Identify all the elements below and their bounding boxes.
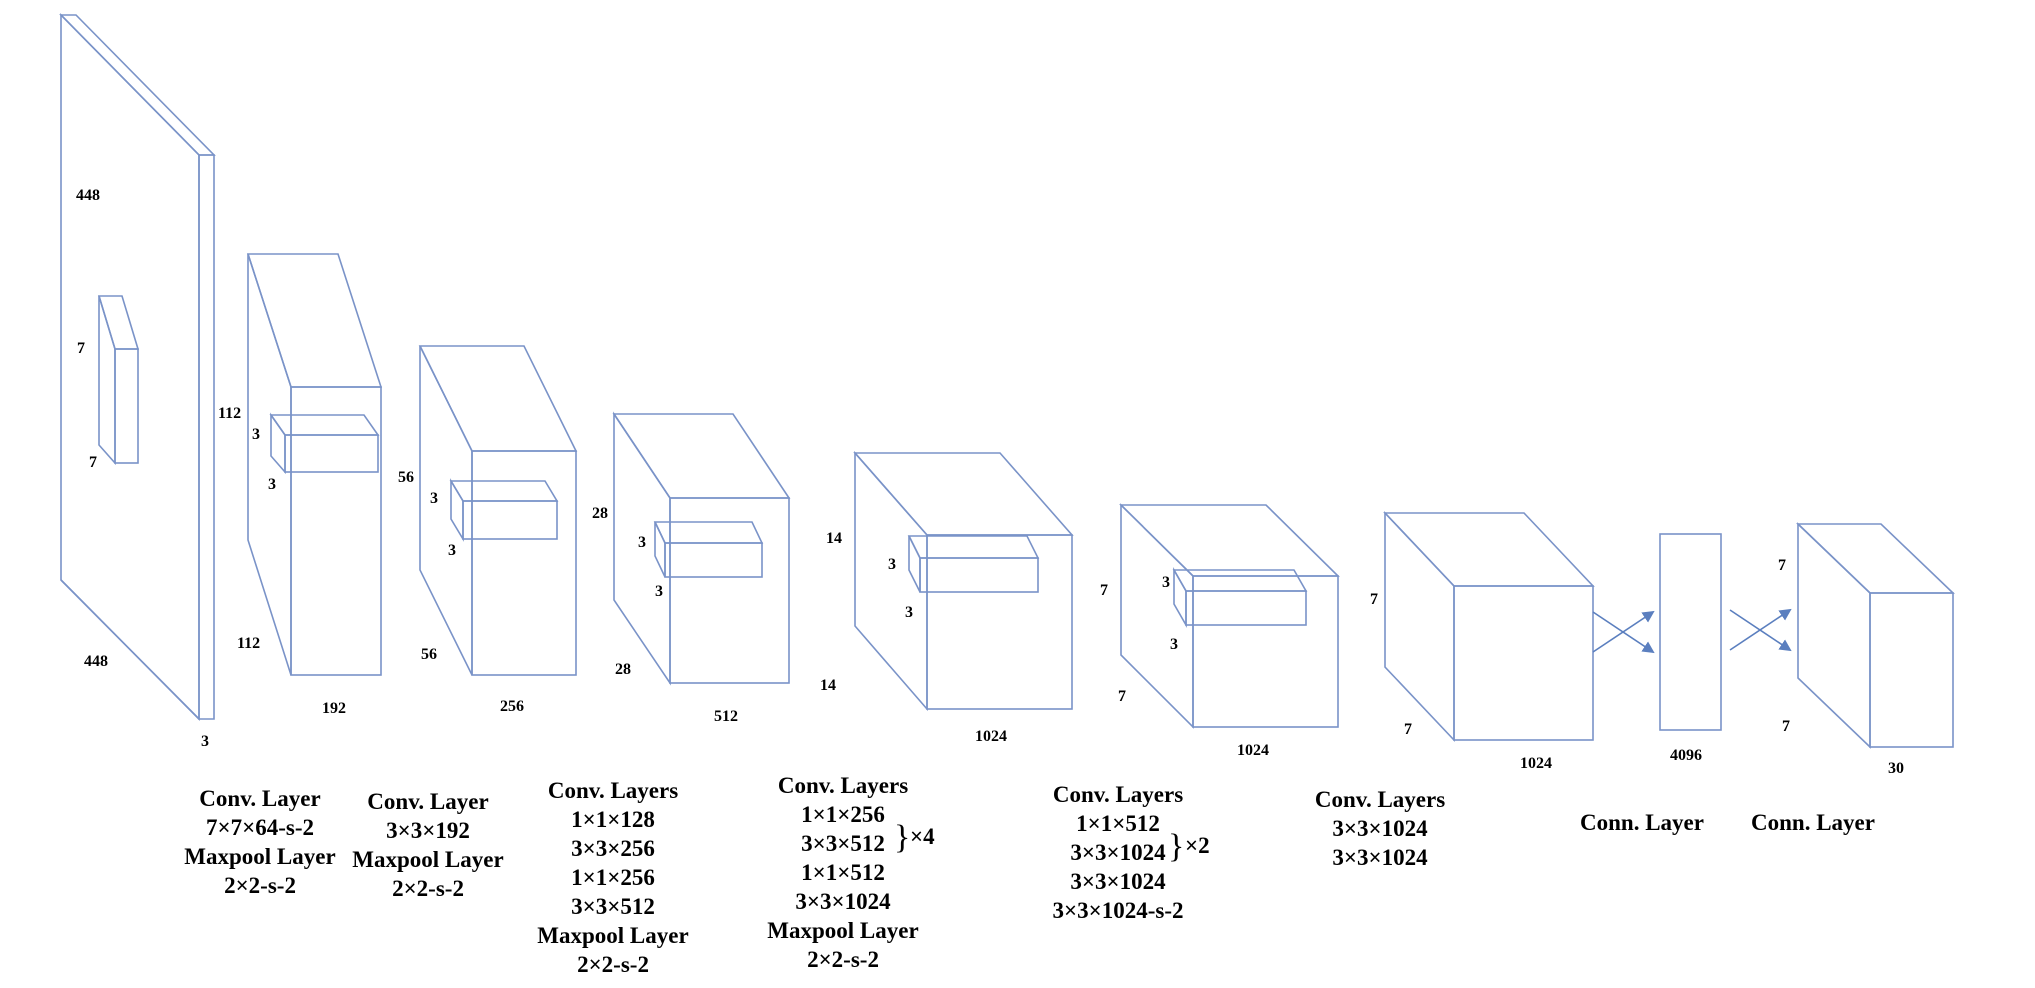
block1-volume xyxy=(246,253,383,676)
caption-line: 3×3×256 xyxy=(571,836,655,861)
caption-fc1: Conn. Layer xyxy=(1580,810,1704,835)
caption-line: 1×1×256 xyxy=(571,865,655,890)
block3-kernel xyxy=(653,521,764,578)
block2-width-label: 56 xyxy=(421,646,437,663)
caption-line: Conv. Layers xyxy=(778,773,908,798)
repeat-count: ×2 xyxy=(1185,833,1210,858)
block5-depth-label: 1024 xyxy=(1237,742,1269,759)
block3-kernel-w-label: 3 xyxy=(655,583,663,600)
block5-width-label: 7 xyxy=(1118,688,1126,705)
block5-kernel-h-label: 3 xyxy=(1162,574,1170,591)
block2-kernel-w-label: 3 xyxy=(448,542,456,559)
block3-width-label: 28 xyxy=(615,661,631,678)
block4-kernel-h-label: 3 xyxy=(888,556,896,573)
caption-line: 1×1×512 xyxy=(1076,811,1160,836)
caption-line: Conv. Layers xyxy=(1315,787,1445,812)
caption-line: 3×3×1024 xyxy=(1070,869,1166,894)
caption-line: Maxpool Layer xyxy=(537,923,688,948)
output-volume xyxy=(1796,522,1955,749)
block4-volume xyxy=(853,450,1074,712)
caption-block5: Conv. Layers 1×1×512 3×3×1024 3×3×1024 3… xyxy=(1053,782,1210,923)
connection-arrows-2 xyxy=(1729,608,1792,652)
caption-line: 2×2-s-2 xyxy=(224,873,296,898)
input-kernel-w-label: 7 xyxy=(89,454,97,471)
caption-line: Conn. Layer xyxy=(1751,810,1875,835)
block2-depth-label: 256 xyxy=(500,698,524,715)
caption-block6: Conv. Layers 3×3×1024 3×3×1024 xyxy=(1315,787,1445,870)
caption-line: 3×3×1024 xyxy=(1332,816,1428,841)
caption-line: Maxpool Layer xyxy=(767,918,918,943)
block3-kernel-h-label: 3 xyxy=(638,534,646,551)
block5-kernel-w-label: 3 xyxy=(1170,636,1178,653)
repeat-brace: } xyxy=(1168,828,1184,865)
block4-height-label: 14 xyxy=(826,530,842,547)
caption-line: 3×3×1024 xyxy=(1332,845,1428,870)
caption-line: Conn. Layer xyxy=(1580,810,1704,835)
block6-width-label: 7 xyxy=(1404,721,1412,738)
repeat-brace: } xyxy=(894,819,910,856)
block1-width-label: 112 xyxy=(237,635,260,652)
block2-kernel-h-label: 3 xyxy=(430,490,438,507)
caption-line: Maxpool Layer xyxy=(184,844,335,869)
caption-line: 3×3×192 xyxy=(386,818,470,843)
block3-depth-label: 512 xyxy=(714,708,738,725)
block3-volume xyxy=(612,411,791,686)
block6-height-label: 7 xyxy=(1370,591,1378,608)
connection-arrows-1 xyxy=(1592,610,1655,654)
caption-line: 2×2-s-2 xyxy=(807,947,879,972)
block4-kernel-w-label: 3 xyxy=(905,604,913,621)
block2-height-label: 56 xyxy=(398,469,414,486)
caption-line: Conv. Layers xyxy=(548,778,678,803)
caption-line: 1×1×128 xyxy=(571,807,655,832)
caption-line: 3×3×512 xyxy=(801,831,885,856)
caption-fc2: Conn. Layer xyxy=(1751,810,1875,835)
caption-block4: Conv. Layers 1×1×256 3×3×512 1×1×512 3×3… xyxy=(767,773,935,972)
caption-line: 3×3×1024 xyxy=(795,889,891,914)
caption-line: 2×2-s-2 xyxy=(392,876,464,901)
block1-kernel xyxy=(269,412,380,475)
block5-height-label: 7 xyxy=(1100,582,1108,599)
block5-volume xyxy=(1119,503,1340,729)
block1-kernel-w-label: 3 xyxy=(268,476,276,493)
caption-line: Conv. Layer xyxy=(199,786,320,811)
input-kernel xyxy=(97,295,140,466)
block2-volume xyxy=(418,345,578,676)
caption-line: Conv. Layers xyxy=(1053,782,1183,807)
fc-size-label: 4096 xyxy=(1670,747,1702,764)
input-depth-label: 3 xyxy=(201,733,209,750)
block3-height-label: 28 xyxy=(592,505,608,522)
caption-line: Conv. Layer xyxy=(367,789,488,814)
block4-depth-label: 1024 xyxy=(975,728,1007,745)
caption-line: 3×3×1024-s-2 xyxy=(1053,898,1184,923)
caption-line: 3×3×1024 xyxy=(1070,840,1166,865)
block1-height-label: 112 xyxy=(218,405,241,422)
output-depth-label: 30 xyxy=(1888,760,1904,777)
caption-line: Maxpool Layer xyxy=(352,847,503,872)
block5-kernel xyxy=(1172,566,1308,629)
repeat-count: ×4 xyxy=(910,824,935,849)
input-height-label: 448 xyxy=(76,187,100,204)
caption-line: 1×1×512 xyxy=(801,860,885,885)
caption-line: 7×7×64-s-2 xyxy=(206,815,314,840)
input-width-label: 448 xyxy=(84,653,108,670)
block6-depth-label: 1024 xyxy=(1520,755,1552,772)
input-kernel-h-label: 7 xyxy=(77,340,85,357)
caption-block1: Conv. Layer 7×7×64-s-2 Maxpool Layer 2×2… xyxy=(184,786,335,898)
caption-block3: Conv. Layers 1×1×128 3×3×256 1×1×256 3×3… xyxy=(537,778,688,977)
block6-volume xyxy=(1383,510,1595,743)
block1-kernel-h-label: 3 xyxy=(252,426,260,443)
output-height-label: 7 xyxy=(1778,557,1786,574)
caption-line: 1×1×256 xyxy=(801,802,885,827)
caption-block2: Conv. Layer 3×3×192 Maxpool Layer 2×2-s-… xyxy=(352,789,503,901)
input-volume xyxy=(59,13,216,721)
block2-kernel xyxy=(449,478,559,542)
caption-line: 2×2-s-2 xyxy=(577,952,649,977)
caption-line: 3×3×512 xyxy=(571,894,655,919)
block1-depth-label: 192 xyxy=(322,700,346,717)
fc-layer xyxy=(1659,533,1722,731)
block4-width-label: 14 xyxy=(820,677,836,694)
block4-kernel xyxy=(907,535,1040,593)
output-width-label: 7 xyxy=(1782,718,1790,735)
